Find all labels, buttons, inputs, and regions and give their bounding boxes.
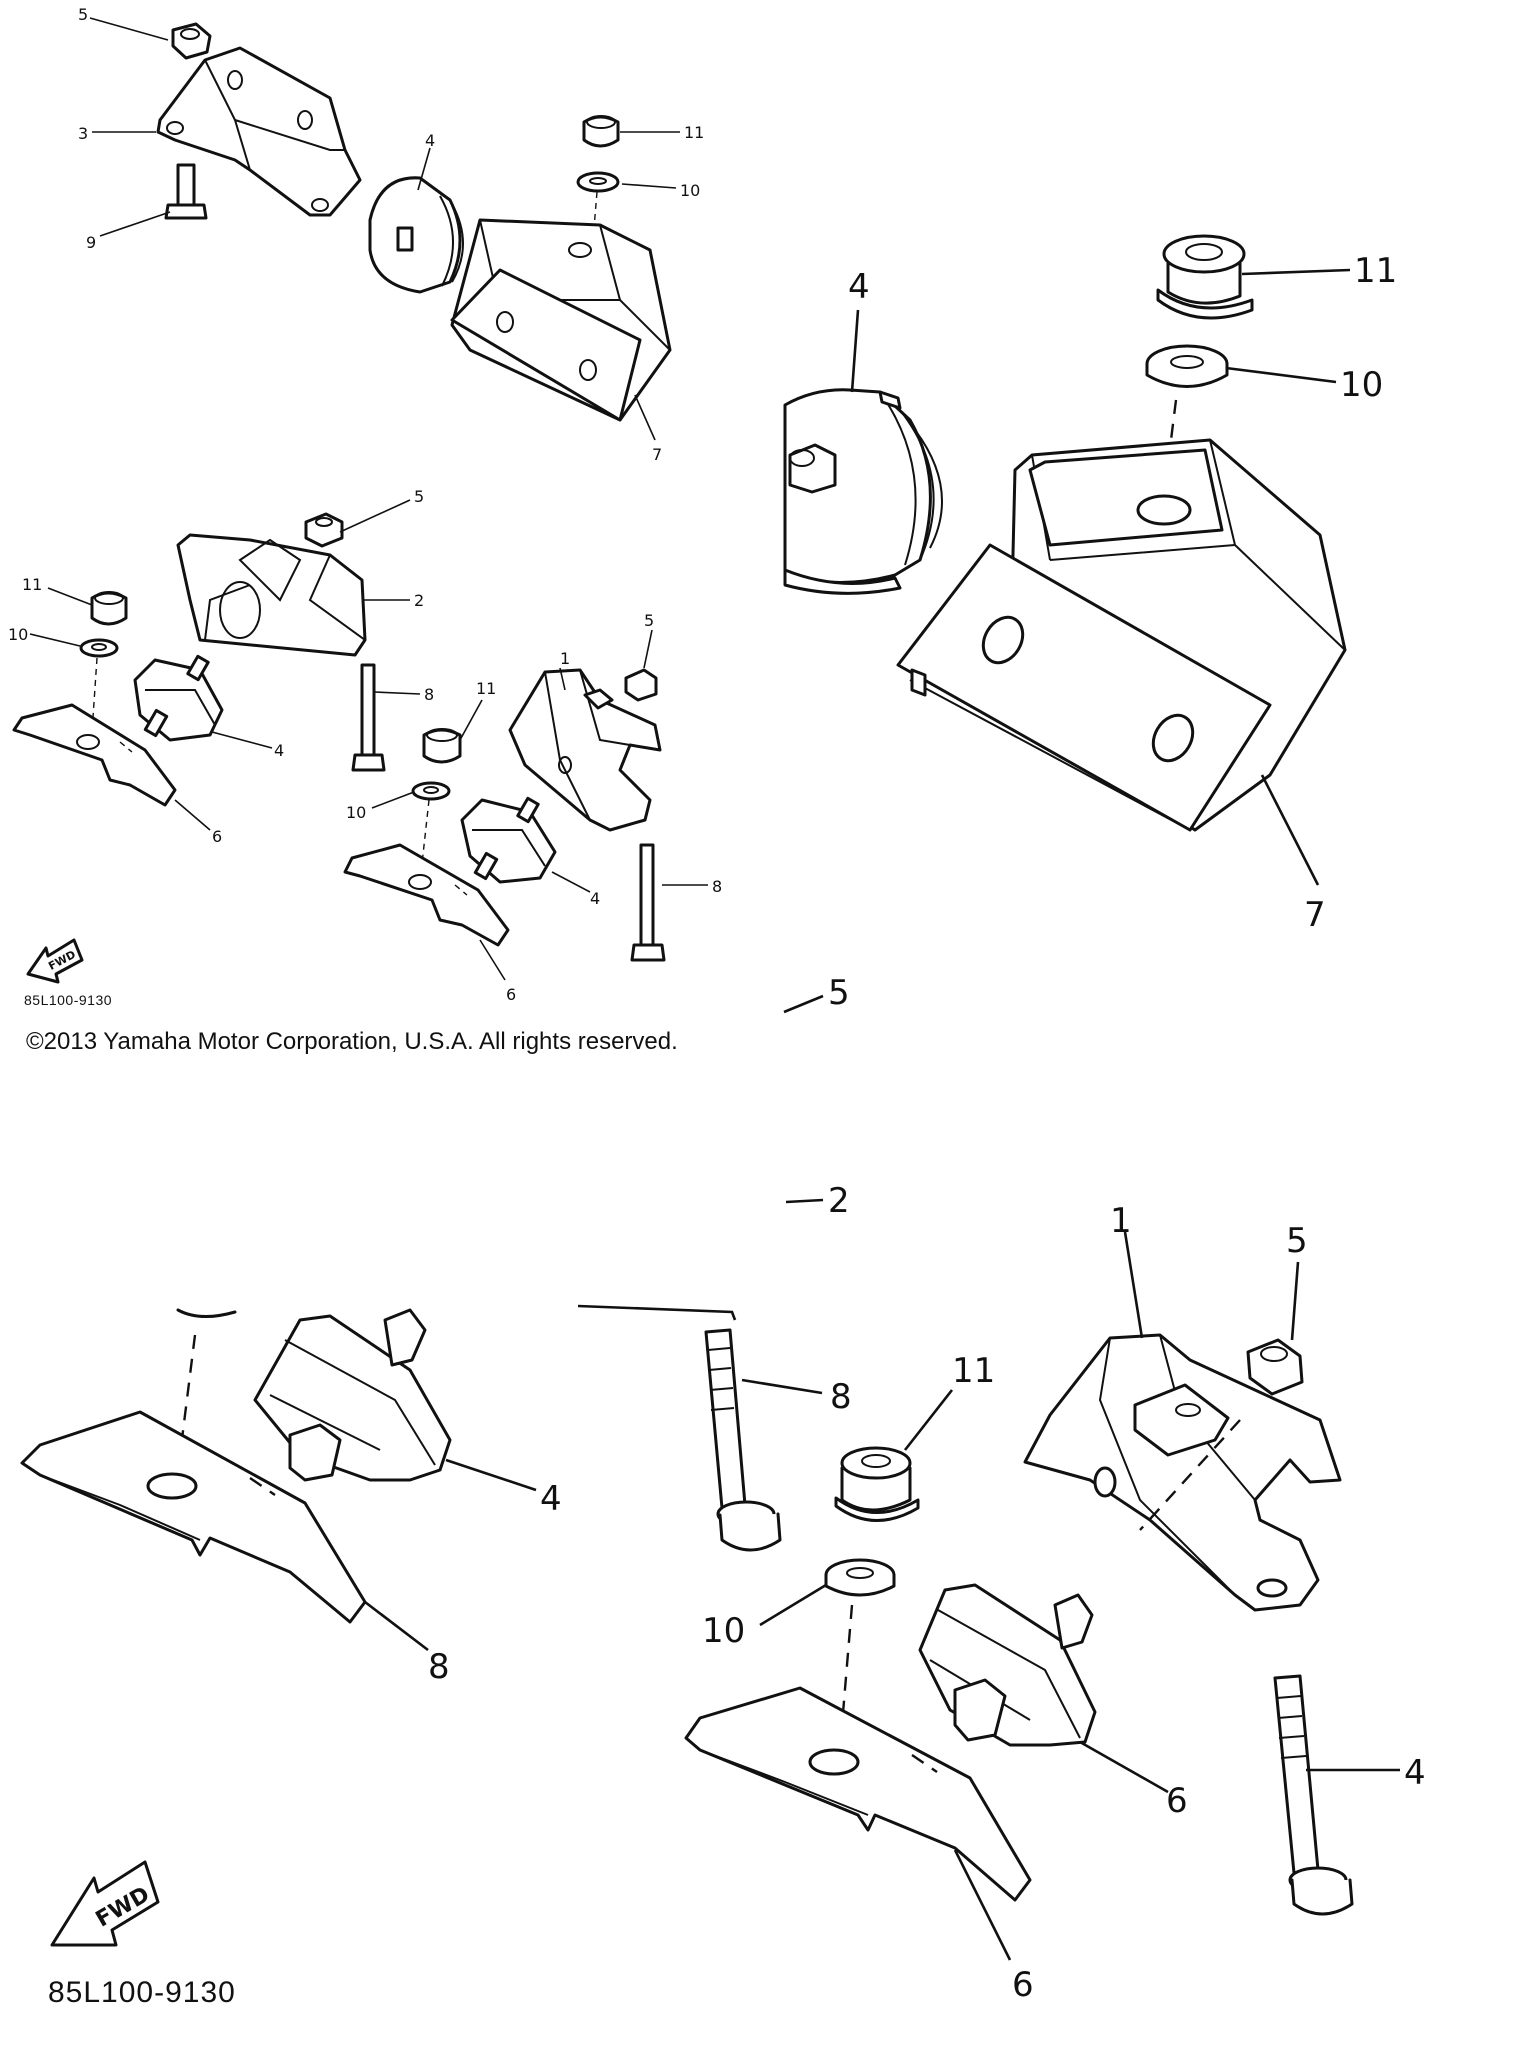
- nut-11-mid: [422, 728, 462, 764]
- fwd-arrow-small-icon: FWD: [26, 938, 84, 984]
- callout-4: 4: [425, 131, 435, 150]
- rubber-mount-4-detail: [783, 388, 943, 595]
- rubber-mount-4-detail-left: [253, 1308, 452, 1482]
- callout-10-left: 10: [8, 625, 28, 644]
- overview-diagram: FWD 5 3: [8, 5, 722, 1004]
- plate-6-detail-right: [684, 1686, 1032, 1902]
- copyright-notice: ©2013 Yamaha Motor Corporation, U.S.A. A…: [26, 1028, 678, 1055]
- callout-11-detail: 11: [1354, 251, 1397, 291]
- callout-10-detail-bottom: 10: [702, 1611, 745, 1651]
- callout-11-left: 11: [22, 575, 42, 594]
- detail-bottom-callouts: 1 5 11 8 4 10 6 4 8 6: [428, 1201, 1426, 2005]
- rubber-mount-4-top: [368, 176, 464, 294]
- rubber-mount-4-mid: [460, 796, 557, 884]
- washer-10-detail-bottom: [824, 1558, 896, 1597]
- callout-8-right: 8: [712, 877, 722, 896]
- bolt-8-right: [630, 843, 666, 962]
- callout-8-detail-right: 4: [1404, 1753, 1426, 1793]
- bracket-7-top: [450, 218, 672, 422]
- callout-4-detail: 4: [848, 267, 870, 307]
- bracket-7-detail: [896, 438, 1347, 832]
- callout-11-mid: 11: [476, 679, 496, 698]
- overview-callouts: 5 3 9 4 11 10 7 5 2 11 10 8 4 6 1 5 11 1…: [8, 5, 722, 1004]
- callout-6-left: 6: [212, 827, 222, 846]
- bracket-1-detail: [1023, 1333, 1342, 1612]
- washer-10-detail: [1145, 344, 1229, 388]
- nut-5-detail-bottom: [1246, 1338, 1304, 1396]
- callout-5-right: 5: [644, 611, 654, 630]
- callout-8-detail: 8: [830, 1377, 852, 1417]
- callout-4-mid: 4: [590, 889, 600, 908]
- callout-11-detail-bottom: 11: [952, 1351, 995, 1391]
- callout-10-detail: 10: [1340, 365, 1383, 405]
- callout-5: 5: [78, 5, 88, 24]
- callout-4-detail-right: 6: [1166, 1781, 1188, 1821]
- rubber-mount-4-left: [133, 654, 224, 742]
- callout-9: 9: [86, 233, 96, 252]
- nut-5-right: [624, 668, 658, 702]
- nut-5-mid: [304, 512, 344, 548]
- callout-10: 10: [680, 181, 700, 200]
- nut-11-left: [90, 591, 128, 626]
- callout-5-detail: 5: [828, 973, 850, 1013]
- washer-10-mid: [411, 781, 451, 801]
- nut-5-top: [171, 22, 212, 60]
- nut-11-top: [582, 115, 620, 148]
- overview-leaders: [29, 17, 708, 981]
- callout-6-detail-left: 8: [428, 1647, 450, 1687]
- detail-top-diagram: 4 11 10 7 5: [783, 234, 1397, 1014]
- detail-bottom-diagram: 2: [20, 1181, 1426, 2005]
- detail-top-callouts: 4 11 10 7 5: [828, 251, 1397, 1013]
- detail-bottom-leaders: [364, 1231, 1400, 1961]
- part-code-large: 85L100-9130: [48, 1976, 236, 2009]
- bracket-1: [508, 668, 662, 832]
- callout-11: 11: [684, 123, 704, 142]
- nut-11-detail: [1156, 234, 1254, 320]
- callout-6-mid: 6: [506, 985, 516, 1004]
- part-code-small: 85L100-9130: [24, 992, 113, 1008]
- callout-7-detail: 7: [1304, 895, 1326, 935]
- callout-4-detail-left: 4: [540, 1479, 562, 1519]
- callout-5-mid: 5: [414, 487, 424, 506]
- callout-1: 1: [560, 649, 570, 668]
- plate-6-mid: [343, 843, 510, 947]
- washer-10-top: [576, 171, 620, 193]
- callout-2-detail: 2: [828, 1181, 850, 1221]
- callout-8: 8: [424, 685, 434, 704]
- callout-7: 7: [652, 445, 662, 464]
- callout-2: 2: [414, 591, 424, 610]
- bracket-3: [156, 46, 362, 217]
- bracket-2: [176, 533, 367, 657]
- bolt-8-detail-right: [1273, 1674, 1354, 1916]
- callout-4-left: 4: [274, 741, 284, 760]
- bolt-8-detail: [704, 1328, 782, 1552]
- fwd-arrow-large-icon: FWD: [50, 1860, 160, 1947]
- callout-10-mid: 10: [346, 803, 366, 822]
- callout-1-detail: 1: [1110, 1201, 1132, 1241]
- plate-6-left: [12, 703, 177, 807]
- callout-5-detail-bottom: 5: [1286, 1221, 1308, 1261]
- callout-6-detail-right: 6: [1012, 1965, 1034, 2005]
- detail-top-leaders: [783, 268, 1351, 1014]
- rubber-mount-4-detail-right: [918, 1583, 1097, 1747]
- washer-10-left: [79, 638, 119, 658]
- nut-11-detail-bottom: [834, 1446, 920, 1522]
- plate-6-detail-left: [20, 1410, 367, 1624]
- bolt-9: [164, 163, 208, 220]
- bolt-8-left: [351, 663, 386, 772]
- callout-3: 3: [78, 124, 88, 143]
